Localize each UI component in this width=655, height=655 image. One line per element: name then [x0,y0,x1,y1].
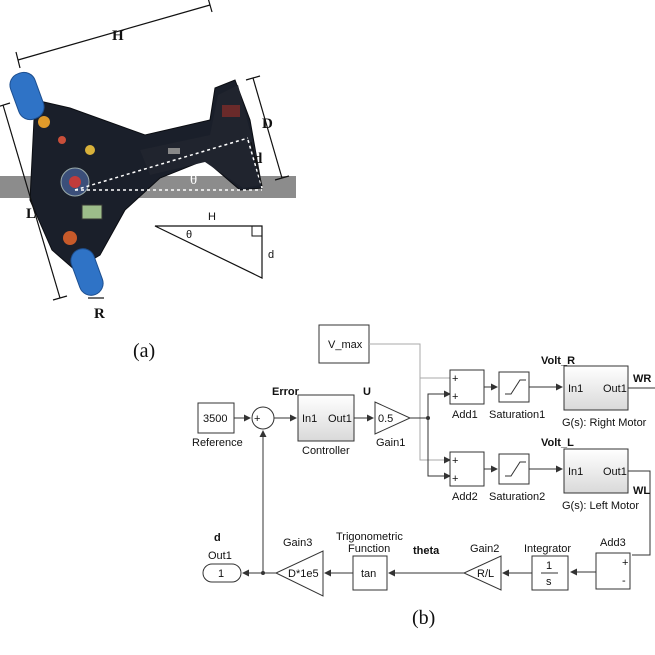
d-signal-label: d [214,532,221,544]
out1-port[interactable] [202,563,242,583]
svg-text:s: s [546,576,552,588]
svg-text:Gain1: Gain1 [376,437,405,449]
svg-text:G(s): Left Motor: G(s): Left Motor [562,500,639,512]
svg-text:Saturation2: Saturation2 [489,491,545,503]
gain3-block[interactable] [274,550,324,597]
v-max-block[interactable] [318,324,370,364]
error-label: Error [272,386,300,398]
gain2-label: Gain2 [470,543,499,555]
svg-text:V_max: V_max [328,339,363,351]
triangle-d: d [268,249,274,261]
left-wheel [70,248,104,296]
svg-text:Add1: Add1 [452,409,478,421]
svg-text:Add2: Add2 [452,491,478,503]
svg-text:D*1e5: D*1e5 [288,568,319,580]
photo-R-label: R [94,306,105,322]
photo-L-label: L [26,206,36,222]
photo-theta-label: θ [190,172,197,188]
integrator-label: Integrator [524,543,571,555]
svg-text:Controller: Controller [302,445,350,457]
caption-a: (a) [133,340,155,362]
out1-label: Out1 [208,550,232,562]
right-motor-block[interactable] [563,365,629,411]
svg-text:Saturation1: Saturation1 [489,409,545,421]
svg-text:Reference: Reference [192,437,243,449]
block-diagram: V_max 3500 Reference + Error In1 Out1 Co… [192,324,655,597]
wl-label: WL [633,485,650,497]
photo-D-label: D [262,116,273,132]
trig-label-1: Trigonometric [336,531,403,543]
svg-text:0.5: 0.5 [378,413,393,425]
add1-block[interactable] [449,369,485,405]
svg-text:3500: 3500 [203,413,227,425]
right-wheel [9,71,45,121]
triangle-inset: H θ d [154,211,274,279]
svg-text:-: - [622,575,626,587]
volt-l-label: Volt_L [541,437,574,449]
svg-text:In1: In1 [568,383,583,395]
svg-text:+: + [452,391,458,403]
svg-text:+: + [452,473,458,485]
gain1-block[interactable] [374,401,412,435]
gain2-block[interactable] [462,555,502,591]
svg-text:1: 1 [218,568,224,580]
add3-label: Add3 [600,537,626,549]
svg-text:tan: tan [361,568,376,580]
reference-block[interactable] [197,402,235,434]
add3-block[interactable] [595,552,631,590]
svg-text:+: + [622,557,628,569]
svg-text:Out1: Out1 [603,383,627,395]
wr-label: WR [633,373,651,385]
saturation1-block[interactable] [498,371,530,403]
svg-text:Out1: Out1 [603,466,627,478]
svg-text:R/L: R/L [477,568,494,580]
svg-text:+: + [254,413,260,425]
u-label: U [363,386,371,398]
triangle-theta: θ [186,229,192,241]
svg-text:G(s): Right Motor: G(s): Right Motor [562,417,647,429]
svg-text:+: + [452,455,458,467]
caption-b: (b) [412,607,435,629]
photo-d-label: d [254,151,263,167]
svg-text:+: + [452,373,458,385]
svg-text:Out1: Out1 [328,413,352,425]
trig-block[interactable] [352,555,388,591]
robot-photo: θ H D d L R [0,0,296,322]
svg-text:In1: In1 [568,466,583,478]
svg-text:In1: In1 [302,413,317,425]
trig-label-2: Function [348,543,390,555]
saturation2-block[interactable] [498,453,530,485]
controller-block[interactable] [297,394,355,442]
svg-text:1: 1 [546,560,552,572]
triangle-H: H [208,211,216,223]
add2-block[interactable] [449,451,485,487]
theta-label: theta [413,545,440,557]
volt-r-label: Volt_R [541,355,575,367]
photo-H-label: H [112,28,124,44]
gain3-label: Gain3 [283,537,312,549]
